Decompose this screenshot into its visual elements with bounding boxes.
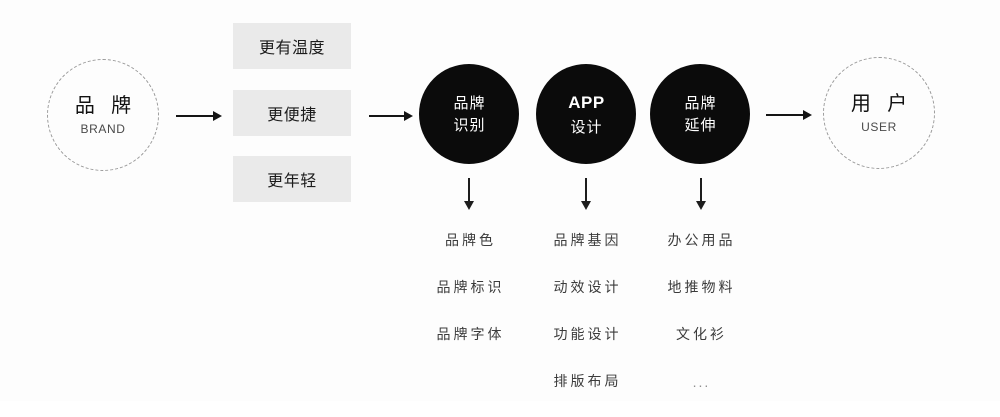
flow-diagram-canvas: 品 牌 BRAND 更有温度 更便捷 更年轻 品牌 识别 APP 设计 品牌 延… [47, 23, 935, 390]
deliverable-column-brand-identity: 品牌色 品牌标识 品牌字体 [394, 229, 544, 370]
arrow-head [404, 111, 413, 121]
arrow-down-icon-brand-identity [464, 178, 474, 210]
brand-circle-cn-label: 品 牌 [74, 93, 137, 117]
arrow-right-icon-pillars-to-user [766, 110, 812, 120]
deliverable-item: 文化衫 [676, 327, 727, 343]
arrow-right-icon-brand-to-attributes [176, 111, 222, 121]
pillar-line-1: 品牌 [453, 93, 486, 112]
pillar-circle-brand-identity: 品牌 识别 [419, 64, 519, 164]
attribute-box-convenience: 更便捷 [233, 90, 351, 136]
arrow-shaft [176, 115, 213, 117]
arrow-down-icon-brand-extension [696, 178, 706, 210]
arrow-head [696, 201, 706, 210]
user-circle-en-label: USER [861, 120, 897, 134]
user-circle: 用 户 USER [823, 57, 935, 169]
deliverable-item: 功能设计 [553, 327, 622, 343]
attribute-box-warmth: 更有温度 [233, 23, 351, 69]
arrow-head [213, 111, 222, 121]
deliverable-item: 品牌标识 [436, 280, 505, 296]
deliverable-column-app-design: 品牌基因 动效设计 功能设计 排版布局 [511, 229, 661, 417]
arrow-down-icon-app-design [581, 178, 591, 210]
brand-circle: 品 牌 BRAND [47, 59, 159, 171]
pillar-line-1: 品牌 [684, 93, 717, 112]
user-circle-cn-label: 用 户 [850, 91, 913, 115]
arrow-head [803, 110, 812, 120]
deliverable-item: 地推物料 [667, 280, 736, 296]
deliverable-item: 动效设计 [553, 280, 622, 296]
deliverable-item: 排版布局 [553, 374, 622, 390]
pillar-circle-app-design: APP 设计 [536, 64, 636, 164]
deliverable-item: 品牌基因 [553, 233, 622, 249]
arrow-shaft [766, 114, 803, 116]
pillar-line-2: 延伸 [684, 116, 717, 134]
deliverable-item: 品牌色 [445, 233, 496, 249]
deliverable-column-brand-extension: 办公用品 地推物料 文化衫 ... [625, 229, 775, 417]
pillar-line-1: APP [568, 93, 605, 112]
pillar-circle-brand-extension: 品牌 延伸 [650, 64, 750, 164]
arrow-head [581, 201, 591, 210]
attribute-box-youthfulness: 更年轻 [233, 156, 351, 202]
arrow-shaft [369, 115, 404, 117]
arrow-head [464, 201, 474, 210]
arrow-shaft [700, 178, 702, 201]
deliverable-item: 办公用品 [667, 233, 736, 249]
pillar-line-2: 设计 [570, 117, 603, 136]
arrow-right-icon-attributes-to-pillars [369, 111, 413, 121]
deliverable-item-ellipsis: ... [692, 374, 711, 390]
arrow-shaft [585, 178, 587, 201]
arrow-shaft [468, 178, 470, 201]
deliverable-item: 品牌字体 [436, 327, 505, 343]
pillar-line-2: 识别 [453, 116, 486, 134]
brand-circle-en-label: BRAND [80, 122, 126, 136]
